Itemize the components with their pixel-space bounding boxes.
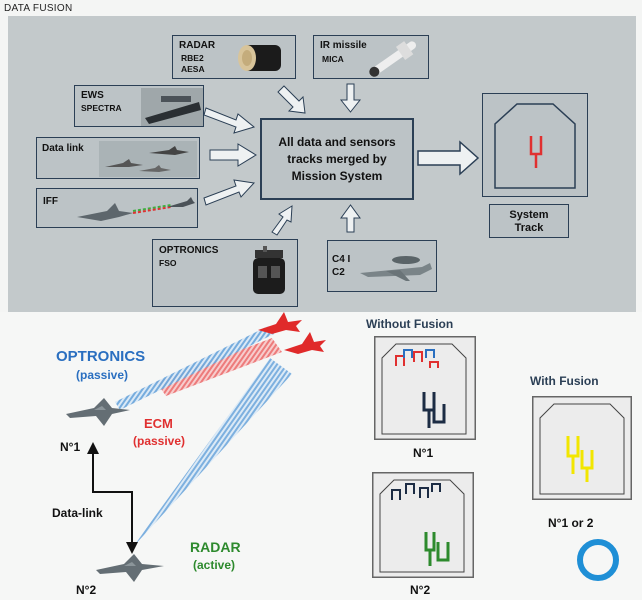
fusion-n1-label: N°1	[413, 446, 434, 460]
without-fusion-label: Without Fusion	[366, 317, 454, 331]
ir-missile-sensor-box: IR missile MICA	[313, 35, 429, 79]
with-fusion-display	[532, 396, 632, 500]
radar-sensor-box: RADAR RBE2 AESA	[172, 35, 296, 79]
iff-aircraft-icon	[77, 197, 195, 221]
datalink-aircraft-icon	[99, 141, 197, 177]
optronics-beam	[115, 326, 274, 410]
without-fusion-display-n2	[372, 472, 474, 578]
optronics-sensor-icon	[253, 246, 285, 294]
optronics-box-title: OPTRONICS	[159, 245, 219, 256]
datalink-label: Data-link	[52, 506, 103, 520]
radar-label: RADAR	[190, 539, 241, 555]
with-fusion-label: With Fusion	[530, 374, 599, 388]
datalink-sensor-box: Data link	[36, 137, 200, 179]
optronics-label: OPTRONICS	[56, 348, 146, 365]
fusion-both-label: N°1 or 2	[548, 516, 594, 530]
optronics-box-line1: FSO	[159, 258, 177, 268]
radar-box-line2: AESA	[181, 64, 205, 74]
system-track-display	[482, 93, 588, 197]
optronics-sensor-box: OPTRONICS FSO	[152, 239, 298, 307]
n2-label: N°2	[76, 583, 97, 597]
c4i-box-line1: C2	[332, 267, 345, 278]
ecm-mode-label: (passive)	[133, 434, 186, 448]
awacs-aircraft-icon	[360, 256, 432, 281]
ews-pod-icon	[141, 88, 203, 126]
mission-system-box: All data and sensors tracks merged by Mi…	[260, 118, 414, 200]
datalink-box-title: Data link	[42, 143, 84, 154]
mission-system-line3: Mission System	[291, 168, 383, 183]
without-fusion-display-n1	[374, 336, 476, 440]
iff-box-title: IFF	[43, 196, 58, 207]
c4i-sensor-box: C4 I C2	[327, 240, 437, 292]
fighter-jet-icon	[284, 332, 326, 354]
optronics-mode-label: (passive)	[76, 368, 129, 382]
ir-box-line1: MICA	[322, 54, 344, 64]
ecm-beam	[156, 338, 282, 396]
ews-sensor-box: EWS SPECTRA	[74, 85, 204, 127]
ecm-label: ECM	[144, 416, 173, 431]
ews-box-line1: SPECTRA	[81, 103, 122, 113]
radar-box-line1: RBE2	[181, 53, 204, 63]
fighter-jet-icon	[66, 398, 130, 426]
n1-label: N°1	[60, 440, 81, 454]
ir-missile-icon	[369, 41, 417, 77]
iff-sensor-box: IFF	[36, 188, 198, 228]
radar-mode-label: (active)	[193, 558, 236, 572]
ir-box-title: IR missile	[320, 40, 367, 51]
radar-beam	[132, 358, 292, 548]
system-track-screen	[494, 103, 576, 189]
datalink-arrow	[92, 448, 133, 548]
system-track-line1: System	[509, 209, 549, 221]
scenario-graphics	[87, 326, 292, 554]
radar-antenna-icon	[238, 45, 281, 71]
ews-box-title: EWS	[81, 90, 104, 101]
system-track-line2: Track	[514, 222, 544, 234]
ring-logo-icon	[577, 539, 619, 581]
system-track-label-box: System Track	[489, 204, 569, 238]
mission-system-line1: All data and sensors	[278, 134, 396, 149]
fighter-jet-icon	[96, 554, 164, 582]
input-arrows	[203, 83, 480, 236]
c4i-box-title: C4 I	[332, 254, 351, 265]
page-title: DATA FUSION	[4, 3, 73, 14]
mission-system-line2: tracks merged by	[287, 151, 387, 166]
radar-box-title: RADAR	[179, 40, 216, 51]
fusion-n2-label: N°2	[410, 583, 431, 597]
fighter-jet-icon	[258, 312, 302, 334]
